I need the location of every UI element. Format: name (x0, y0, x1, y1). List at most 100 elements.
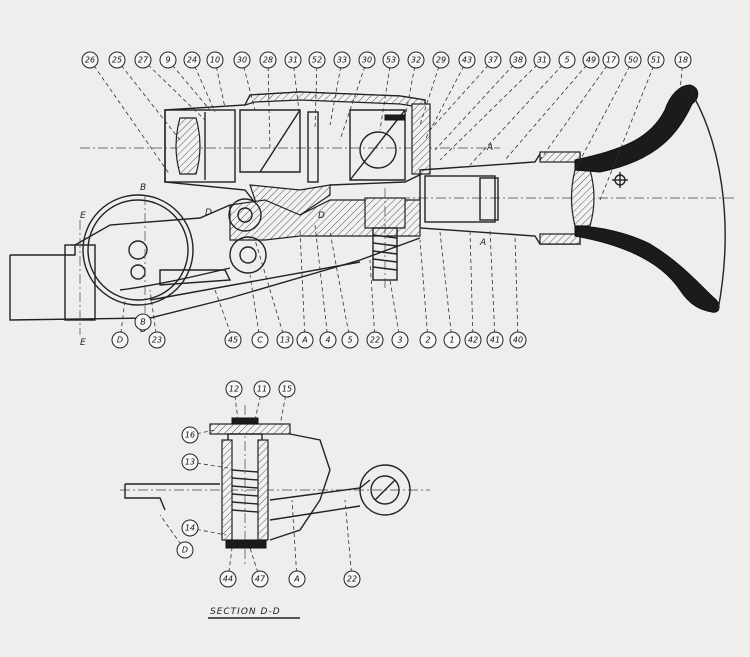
callout-circle (624, 51, 642, 69)
callout-32: 32 (404, 51, 425, 119)
callout-number: 43 (462, 56, 472, 65)
callout-circle (219, 570, 237, 588)
screw-head-top (384, 114, 406, 121)
callout-number: 30 (237, 56, 247, 65)
callout-number: 38 (513, 56, 523, 65)
quadrant-wheel-inner (87, 199, 189, 301)
link-eye-inner (370, 475, 400, 505)
callout-15: 15 (278, 380, 296, 426)
callout-number: 53 (386, 56, 396, 65)
leader-line (434, 59, 519, 151)
callout-22: 22 (366, 259, 384, 349)
body-outline (9, 204, 421, 321)
pivot-lower-inner (239, 246, 257, 264)
cam-link (159, 269, 232, 286)
callout-52: 52 (308, 51, 326, 131)
leader-line (419, 239, 429, 341)
callout-circle (251, 570, 269, 588)
callout-2: 2 (419, 239, 437, 349)
leader-line (439, 59, 543, 161)
clamp-ring (411, 103, 431, 175)
marker-b-top: B (140, 183, 146, 193)
leader-line (267, 59, 271, 151)
leader-line (344, 499, 353, 580)
callout-number: 29 (436, 56, 446, 65)
callout-5: 5 (469, 51, 576, 166)
top-plate (209, 423, 291, 435)
eyecup-sweep (689, 89, 726, 311)
callout-circle (134, 51, 152, 69)
callout-number: 52 (312, 56, 322, 65)
callout-40: 40 (509, 234, 527, 349)
callout-circle (206, 51, 224, 69)
leader-line (233, 388, 239, 421)
callout-number: 28 (263, 56, 273, 65)
marker-d-right: D (318, 211, 325, 221)
wheel-hub (128, 240, 148, 260)
leader-line (249, 274, 261, 341)
objective-barrel (164, 109, 236, 183)
leader-line (329, 231, 351, 341)
marker-d-left: D (205, 208, 212, 218)
leader-line (249, 547, 261, 580)
callout-28: 28 (259, 51, 277, 151)
pivot-lower (229, 236, 267, 274)
callout-5: 5 (329, 231, 359, 349)
callout-circle (288, 570, 306, 588)
arm-line (149, 261, 361, 301)
callout-9: 9 (159, 51, 211, 111)
leader-line (89, 59, 171, 176)
callout-circle (343, 570, 361, 588)
callout-number: 24 (187, 56, 197, 65)
callout-number: A (301, 336, 307, 345)
callout-number: B (140, 318, 146, 327)
eyepiece-lens (570, 169, 595, 227)
callout-circle (259, 51, 277, 69)
callout-number: 30 (362, 56, 372, 65)
callout-D: D (111, 299, 129, 349)
callout-circle (225, 380, 243, 398)
plate-screw (231, 417, 259, 425)
leader-line (469, 59, 568, 166)
callout-30: 30 (339, 51, 376, 141)
callout-circle (148, 331, 166, 349)
leader-line (379, 59, 392, 131)
callout-circle (108, 51, 126, 69)
column-right-wall (257, 439, 269, 541)
callout-circle (181, 426, 199, 444)
callout-A: A (288, 499, 306, 588)
callout-17: 17 (539, 51, 620, 161)
callout-number: 22 (347, 575, 357, 584)
bracket-left (124, 483, 220, 511)
callout-number: 10 (210, 56, 220, 65)
leader-line (599, 59, 657, 201)
leader-line (142, 59, 206, 121)
callout-number: 14 (185, 524, 195, 533)
callout-number: 12 (229, 385, 239, 394)
leader-line (254, 239, 286, 341)
callout-circle (176, 541, 194, 559)
leader-line (514, 234, 519, 341)
leader-line (116, 59, 181, 141)
callout-13: 13 (254, 239, 294, 349)
prism-mount (307, 111, 319, 183)
leader-line (279, 388, 288, 426)
eyecup-lower (574, 225, 720, 313)
callout-23: 23 (148, 289, 166, 349)
callout-circle (432, 51, 450, 69)
housing-wall-top (243, 91, 426, 109)
main-view: B B E E D D A A 262527924103028315233305… (9, 51, 735, 349)
callout-circle (278, 380, 296, 398)
leader-line (189, 429, 216, 436)
leader-line (189, 527, 227, 536)
objective-lens (175, 117, 201, 175)
callout-number: 13 (280, 336, 290, 345)
callout-circle (509, 331, 527, 349)
leader-line (214, 289, 234, 341)
callout-number: 33 (337, 56, 347, 65)
callout-circle (419, 331, 437, 349)
callout-number: 16 (185, 431, 195, 440)
callout-circle (391, 331, 409, 349)
